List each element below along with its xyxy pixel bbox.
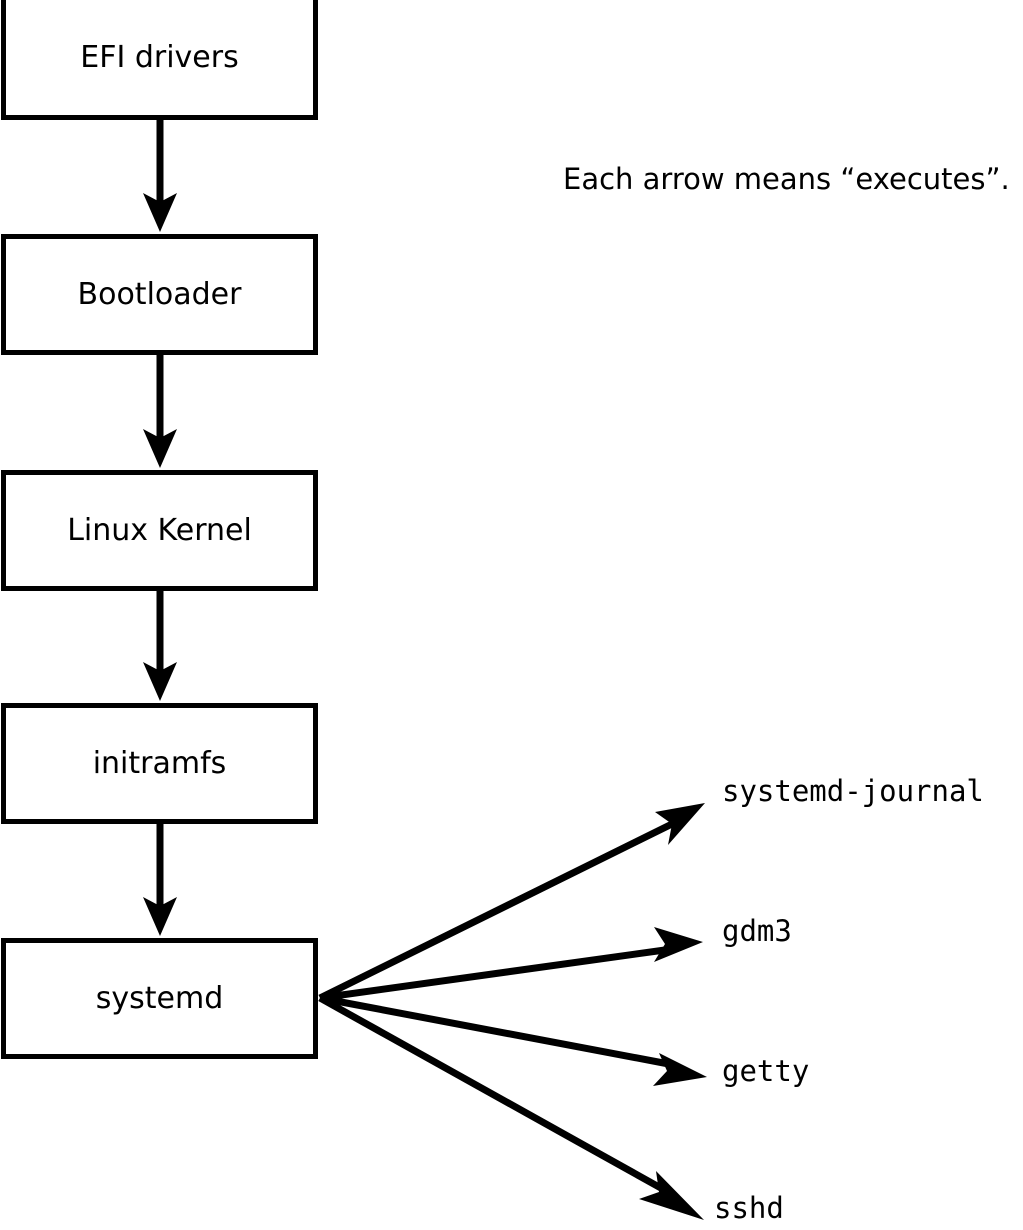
stage-box-systemd[interactable]: systemd bbox=[1, 938, 318, 1059]
chain-arrow-initramfs-to-systemd bbox=[143, 824, 177, 936]
stage-box-bootloader[interactable]: Bootloader bbox=[1, 234, 318, 355]
service-label-systemd-journal[interactable]: systemd-journal bbox=[722, 774, 984, 808]
stage-box-efi-drivers[interactable]: EFI drivers bbox=[1, 0, 318, 120]
stage-label-initramfs: initramfs bbox=[92, 745, 227, 781]
service-arrow-systemd-journal bbox=[318, 803, 705, 1002]
stage-box-linux-kernel[interactable]: Linux Kernel bbox=[1, 470, 318, 591]
service-arrow-sshd bbox=[318, 994, 704, 1220]
stage-label-linux-kernel: Linux Kernel bbox=[67, 512, 252, 548]
chain-arrow-kernel-to-initramfs bbox=[143, 591, 177, 701]
service-label-getty[interactable]: getty bbox=[722, 1054, 810, 1088]
service-arrow-gdm3 bbox=[319, 927, 703, 1002]
service-label-gdm3[interactable]: gdm3 bbox=[722, 914, 792, 948]
stage-box-initramfs[interactable]: initramfs bbox=[1, 703, 318, 824]
diagram-caption: Each arrow means “executes”. bbox=[563, 162, 1010, 196]
service-arrow-getty bbox=[319, 994, 707, 1086]
service-label-sshd[interactable]: sshd bbox=[714, 1191, 784, 1225]
chain-arrow-efi-to-bootloader bbox=[143, 120, 177, 232]
stage-label-efi-drivers: EFI drivers bbox=[80, 39, 239, 75]
stage-label-bootloader: Bootloader bbox=[77, 276, 242, 312]
stage-label-systemd: systemd bbox=[95, 980, 224, 1016]
chain-arrow-bootloader-to-kernel bbox=[143, 355, 177, 468]
